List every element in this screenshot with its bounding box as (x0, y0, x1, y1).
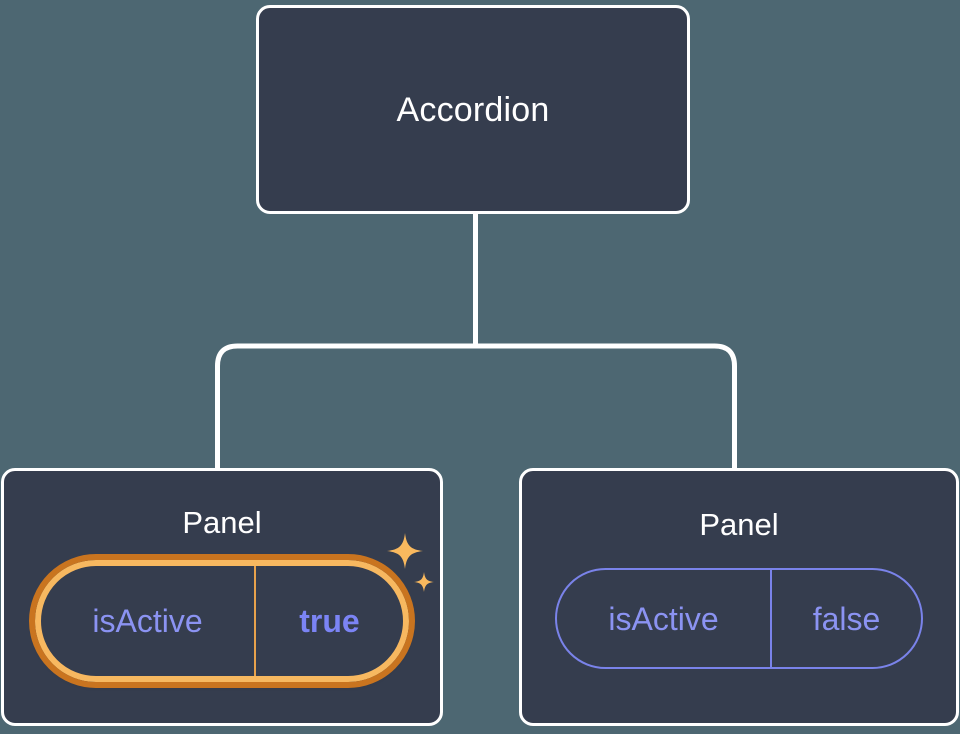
prop-key: isActive (41, 566, 256, 676)
prop-value: true (299, 603, 360, 639)
node-panel-inactive[interactable]: Panel isActive false (519, 468, 959, 726)
prop-value: false (812, 600, 881, 637)
node-accordion[interactable]: Accordion (256, 5, 690, 214)
connector-branch-right (475, 343, 737, 470)
prop-key: isActive (557, 570, 772, 667)
node-accordion-label: Accordion (396, 90, 550, 129)
prop-pill-isactive-false[interactable]: isActive false (555, 568, 923, 669)
node-panel-active-label: Panel (182, 505, 262, 540)
node-panel-active[interactable]: Panel isActive true (1, 468, 443, 726)
node-panel-inactive-label: Panel (699, 507, 779, 542)
connector-branch-left (215, 343, 476, 470)
prop-pill-isactive-true[interactable]: isActive true (29, 554, 415, 688)
